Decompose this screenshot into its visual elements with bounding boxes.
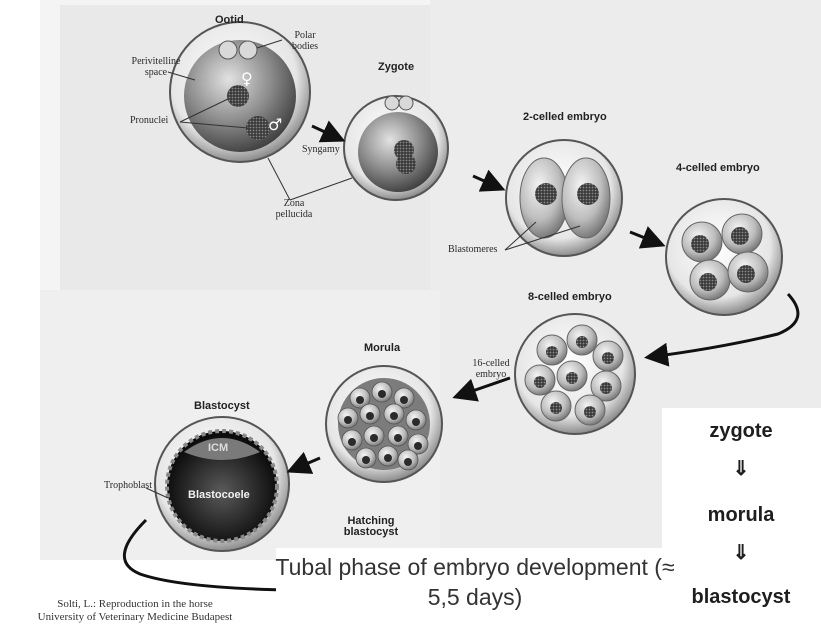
sequence-blastocyst: blastocyst	[676, 586, 806, 609]
trophoblast-label: Trophoblast	[104, 480, 152, 491]
syngamy-label: Syngamy	[302, 144, 340, 155]
four-celled-embryo-label: 4-celled embryo	[676, 163, 760, 174]
eight-celled-figure	[515, 314, 635, 434]
morula-figure	[326, 366, 442, 482]
sequence-arrow-1: ⇓	[676, 456, 806, 481]
ootid-label: Ootid	[215, 15, 244, 26]
perivitelline-space-label: Perivitelline space	[126, 56, 186, 78]
four-celled-figure	[666, 199, 782, 315]
zygote-label: Zygote	[378, 62, 414, 73]
two-celled-embryo-label: 2-celled embryo	[523, 112, 607, 123]
credit-line-2: University of Veterinary Medicine Budape…	[0, 611, 270, 624]
icm-label: ICM	[208, 443, 228, 454]
zona-pellucida-label: Zona pellucida	[270, 198, 318, 220]
sequence-zygote: zygote	[676, 420, 806, 443]
two-celled-figure	[505, 140, 622, 256]
blastocoele-label: Blastocoele	[188, 490, 250, 501]
slide-caption: Tubal phase of embryo development (≈ 5,5…	[270, 552, 680, 612]
hatching-blastocyst-label: Hatching blastocyst	[340, 516, 402, 538]
eight-celled-embryo-label: 8-celled embryo	[528, 292, 612, 303]
morula-label: Morula	[364, 343, 400, 354]
source-credit: Solti, L.: Reproduction in the horse Uni…	[0, 598, 270, 624]
sixteen-celled-embryo-label: 16-celled embryo	[472, 358, 510, 380]
pronuclei-label: Pronuclei	[130, 115, 168, 126]
blastocyst-label: Blastocyst	[194, 401, 250, 412]
zygote-figure	[344, 96, 448, 200]
svg-text:♂: ♂	[268, 115, 282, 134]
sequence-morula: morula	[676, 504, 806, 527]
sequence-arrow-2: ⇓	[676, 540, 806, 565]
svg-text:♀: ♀	[241, 69, 253, 88]
credit-line-1: Solti, L.: Reproduction in the horse	[0, 598, 270, 611]
polar-bodies-label: Polar bodies	[282, 30, 328, 52]
blastomeres-label: Blastomeres	[448, 244, 497, 255]
